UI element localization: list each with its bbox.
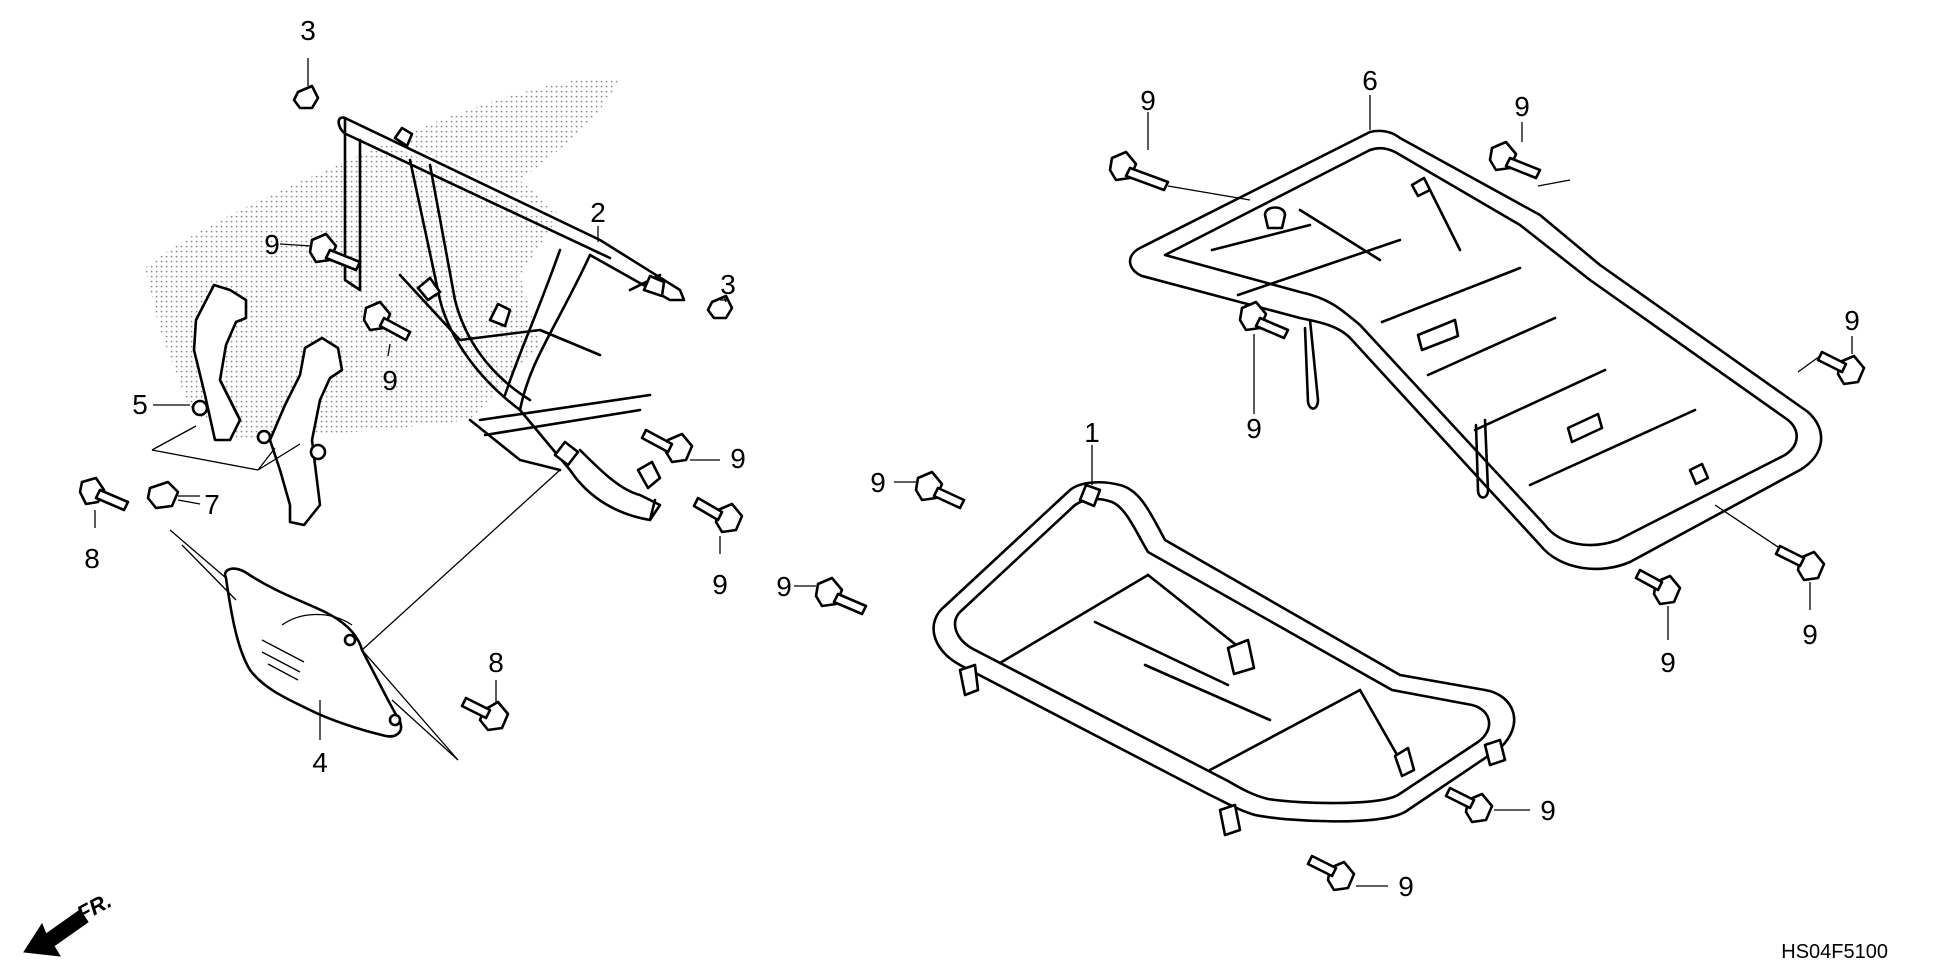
callout-6: 6	[1362, 65, 1378, 96]
nut-top	[292, 84, 320, 110]
brackets	[151, 283, 344, 527]
bolt-skid-8	[460, 696, 510, 732]
bolt-left-8	[78, 476, 130, 512]
bolt-m	[1444, 786, 1494, 824]
bolt-b	[362, 300, 412, 342]
callout-9-c: 9	[730, 443, 746, 474]
hardware	[78, 84, 1866, 892]
callout-9-n: 9	[1398, 871, 1414, 902]
bolt-g	[1108, 150, 1170, 192]
bolt-l	[1634, 568, 1682, 606]
callout-2: 2	[590, 197, 606, 228]
callout-9-k: 9	[1802, 619, 1818, 650]
bolt-i	[1238, 300, 1290, 340]
bolt-e	[914, 470, 966, 510]
bolt-c	[640, 428, 694, 464]
shaded-area	[145, 77, 620, 441]
callout-9-l: 9	[1660, 647, 1676, 678]
callout-9-b: 9	[382, 365, 398, 396]
leader-lines	[94, 58, 1853, 887]
callout-8-left: 8	[84, 543, 100, 574]
bolt-j	[1816, 350, 1866, 386]
bolt-n	[1306, 854, 1356, 892]
callout-labels: 1 2 3 3 4 5 6 7 8 8 9 9 9 9 9 9 9 9 9 9 …	[84, 15, 1860, 902]
bolt-k	[1774, 544, 1826, 582]
callout-5: 5	[132, 389, 148, 420]
rear-carrier	[1126, 129, 1825, 575]
callout-9-i: 9	[1246, 413, 1262, 444]
bolt-a	[308, 232, 362, 272]
callout-9-m: 9	[1540, 795, 1556, 826]
callout-9-d: 9	[712, 569, 728, 600]
callout-9-e: 9	[870, 467, 886, 498]
bolt-f	[814, 576, 868, 616]
lower-carrier	[932, 480, 1516, 837]
callout-9-j: 9	[1844, 305, 1860, 336]
bolt-d	[692, 496, 744, 534]
callout-9-a: 9	[264, 229, 280, 260]
diagram-code: HS04F5100	[1781, 941, 1888, 963]
bolt-h	[1488, 140, 1542, 180]
callout-8-skid: 8	[488, 647, 504, 678]
front-carrier	[337, 114, 686, 522]
front-direction-arrow-icon: FR.	[23, 888, 116, 957]
callout-9-f: 9	[776, 571, 792, 602]
callout-9-h: 9	[1514, 91, 1530, 122]
callout-7: 7	[204, 489, 220, 520]
callout-9-g: 9	[1140, 85, 1156, 116]
callout-1: 1	[1084, 417, 1100, 448]
callout-3-top: 3	[300, 15, 316, 46]
callout-4: 4	[312, 747, 328, 778]
callout-3-right: 3	[720, 269, 736, 300]
skid-plate	[169, 469, 561, 761]
